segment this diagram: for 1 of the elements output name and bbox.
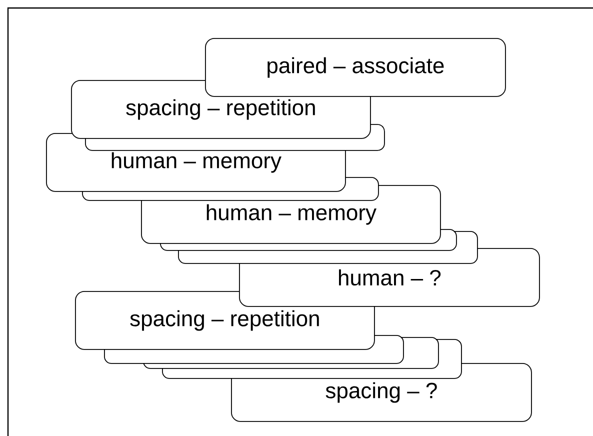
- term-card: paired – associate: [205, 38, 506, 97]
